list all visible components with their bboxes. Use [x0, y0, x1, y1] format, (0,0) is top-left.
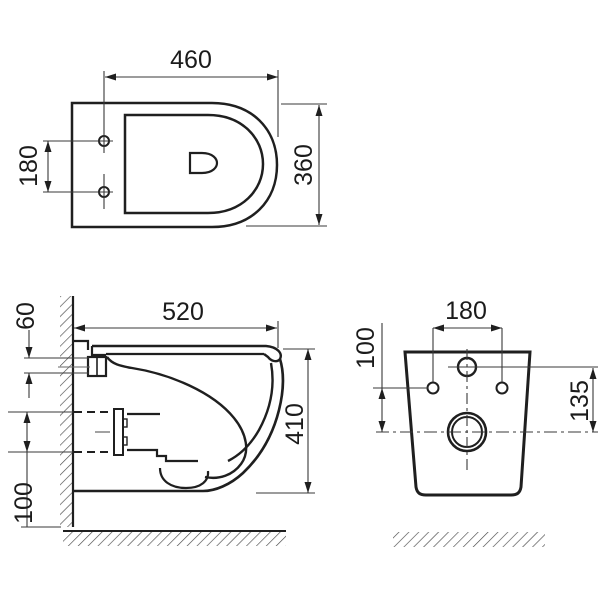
bowl-inner-curve	[106, 356, 248, 479]
top-view: 460 180 360	[15, 46, 327, 229]
outlet-fitting	[58, 366, 198, 463]
dim-rear-inlet-to-drain: 135	[566, 380, 594, 422]
dim-rear-hole-spacing: 180	[445, 297, 487, 325]
seat-inner-outline	[123, 113, 265, 215]
side-view: 520 410 60 100	[8, 296, 315, 546]
dim-side-rim-offset: 60	[12, 302, 40, 330]
fixing-hole	[495, 381, 509, 395]
dim-top-width: 360	[290, 144, 318, 186]
dim-side-height: 410	[281, 403, 309, 445]
floor-hatch	[393, 532, 545, 547]
mounting-bracket	[73, 339, 90, 350]
drain-opening	[188, 151, 219, 175]
rear-body-outline	[403, 350, 532, 497]
dimension-arrows	[378, 324, 597, 432]
dim-rear-holes-to-drain: 100	[352, 327, 380, 369]
bowl-front-inner-curve	[227, 362, 274, 463]
floor-hatch	[63, 532, 286, 546]
fixing-hole	[426, 381, 440, 395]
dimension-arrows	[23, 324, 312, 493]
trap-curve	[158, 467, 210, 490]
rear-view: 180 100 135	[352, 297, 598, 547]
dim-side-outlet: 100	[10, 482, 38, 524]
bowl-outer-outline	[70, 101, 279, 229]
extension-lines	[381, 323, 594, 432]
dim-top-depth: 460	[170, 46, 212, 74]
extension-lines	[8, 321, 315, 528]
dim-top-hole-spacing: 180	[15, 145, 43, 187]
seat-lid-bottom	[90, 346, 264, 357]
dimension-arrows	[44, 73, 323, 225]
bowl-outer-profile	[74, 358, 285, 493]
dim-side-depth: 520	[162, 298, 204, 326]
extension-lines	[43, 70, 327, 227]
